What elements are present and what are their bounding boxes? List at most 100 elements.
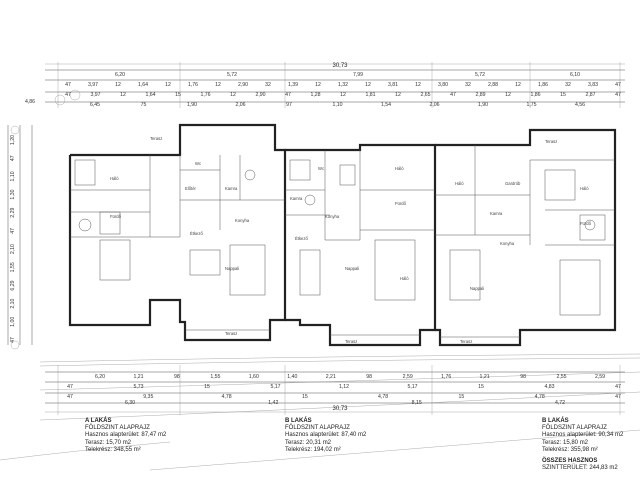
dimension-label: 1,20 [10,135,16,145]
dimension-label: 47 [615,384,621,390]
dimension-label: 3,80 [438,82,448,88]
unit-a-walls [68,123,287,342]
dimension-label: 4,72 [555,400,565,406]
top-dimension-lines [45,62,625,108]
legend-line: Hasznos alapterület: 87,40 m2 [285,432,367,439]
dimension-label: 2,06 [235,102,245,108]
dimension-label: 98 [366,374,372,380]
grid-markers [10,89,81,350]
dimension-label: 12 [415,82,421,88]
dimension-label: 3,83 [588,82,598,88]
dimension-label: 1,75 [526,102,536,108]
dimension-label: 2,10 [10,298,16,308]
dimension-label: 1,42 [268,400,278,406]
room-label: Konyha [500,241,515,246]
dimension-label: 4,83 [544,384,554,390]
legend-total-title: ÖSSZES HASZNOS [542,458,598,464]
legend-total-subtitle: SZINTTERÜLET: 244,83 m2 [542,465,618,472]
dimension-label: 47 [67,384,73,390]
dimension-label: 2,90 [255,92,265,98]
dimension-label: 47 [450,92,456,98]
dimension-label: 2,10 [10,244,16,254]
dimension-label: 2,65 [420,92,430,98]
dimension-label: 47 [615,92,621,98]
legend-unit-b: B LAKÁS FÖLDSZINT ALAPRAJZ Hasznos alapt… [285,418,366,454]
room-label: Fürdő [580,221,592,226]
legend-title: A LAKÁS [85,418,112,424]
dimension-label: 1,64 [138,82,148,88]
top-upper-dim: 5,72 [475,72,485,78]
dimension-label: 12 [230,92,236,98]
unit-b-walls [285,143,437,347]
dimension-label: 2,06 [429,102,439,108]
dimension-label: 1,30 [10,189,16,199]
dimension-label: 2,88 [488,82,498,88]
dimension-label: 97 [286,102,292,108]
dimension-label: 1,86 [530,92,540,98]
dimension-label: 12 [115,82,121,88]
dimension-label: 32 [265,82,271,88]
legend-subtitle: FÖLDSZINT ALAPRAJZ [85,425,150,432]
dimension-label: 2,21 [326,374,336,380]
dimension-label: 12 [505,92,511,98]
dimension-label: 47 [615,82,621,88]
legend-line: Terasz: 15,70 m2 [85,439,132,446]
dimension-label: 4,78 [378,394,388,400]
dimension-label: 47 [10,228,16,234]
room-label: Konyha [325,214,340,219]
dimension-label: 6,45 [90,102,100,108]
legend-line: Telekrész: 348,55 m² [85,446,141,453]
room-label: Háló [110,176,119,181]
room-labels-c: Terasz Háló Gardrób Fürdő Kamra Konyha N… [455,139,592,344]
dimension-label: 1,90 [187,102,197,108]
dimension-label: 2,55 [556,374,566,380]
room-label: Háló [395,166,404,171]
dimension-label: 12 [395,92,401,98]
top-upper-dim: 5,72 [227,72,237,78]
room-label: Terasz [150,136,162,141]
dimension-label: 98 [174,374,180,380]
room-labels-b: Kamra Wc Konyha Fürdő Háló Nappali Étkez… [290,166,409,344]
dimension-label: 6,20 [95,374,105,380]
left-dimension-texts: 1,20471,101,302,29472,101,556,292,101,00… [10,135,16,343]
dimension-label: 15 [560,92,566,98]
dimension-label: 1,10 [10,171,16,181]
dimension-label: 4,56 [575,102,585,108]
dimension-label: 2,89 [475,92,485,98]
room-label: Terasz [345,339,357,344]
dimension-label: 3,97 [90,92,100,98]
legend-line: Terasz: 15,80 m2 [542,439,589,446]
room-label: Háló [580,186,589,191]
dimension-label: 98 [520,374,526,380]
room-label: Wc [195,161,201,166]
bottom-dimension-lines [45,365,625,415]
dimension-label: 47 [65,92,71,98]
dimension-label: 1,64 [145,92,155,98]
dimension-label: 1,39 [288,82,298,88]
top-total-dim: 30,73 [332,63,348,69]
dimension-label: 47 [285,92,291,98]
dimension-label: 12 [165,82,171,88]
room-label: Étkező [295,236,308,241]
dimension-label: 1,21 [133,374,143,380]
room-label: Előtér [185,186,197,191]
room-label: Terasz [460,339,472,344]
dimension-label: 12 [515,82,521,88]
legend-title: B LAKÁS [285,418,312,424]
dimension-label: 3,97 [88,82,98,88]
room-label: Háló [455,181,464,186]
room-label: Nappali [225,266,239,271]
dimension-label: 5,17 [407,384,417,390]
room-label: Nappali [470,286,484,291]
dimension-label: 4,78 [535,394,545,400]
unit-c-walls [435,128,617,347]
top-upper-dim: 7,99 [353,72,363,78]
room-label: Fürdő [395,201,407,206]
room-label: Gardrób [505,181,521,186]
dimension-label: 1,76 [188,82,198,88]
dimension-label: 1,81 [365,92,375,98]
